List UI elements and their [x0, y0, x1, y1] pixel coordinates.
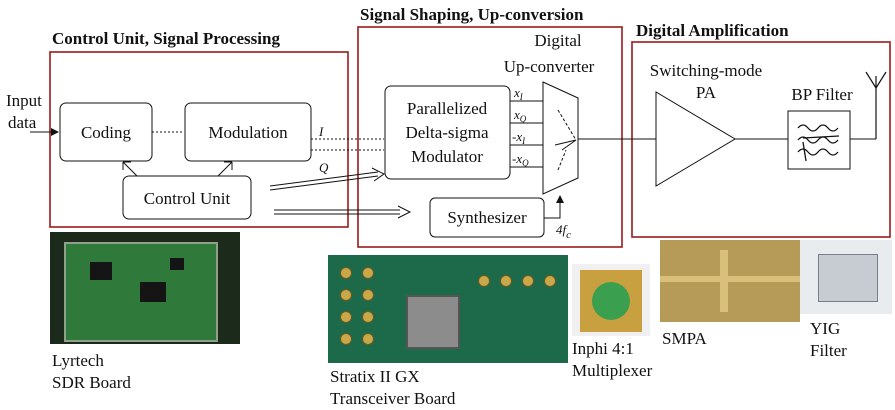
input-label-line2: data	[8, 113, 37, 132]
fpga-board-photo	[328, 255, 568, 363]
synthesizer-label: Synthesizer	[447, 208, 527, 227]
multiplexer-photo	[572, 264, 650, 336]
section-frame-shaping	[357, 26, 623, 248]
modulation-block	[184, 102, 312, 162]
section-title-shaping: Signal Shaping, Up-conversion	[360, 5, 584, 24]
pa-triangle	[655, 91, 736, 187]
dsm-label-line1: Parallelized	[407, 99, 488, 118]
section-title-amplification: Digital Amplification	[636, 21, 789, 40]
control-unit-block	[122, 175, 252, 220]
clock-label: 4fc	[556, 222, 571, 241]
antenna-icon	[865, 71, 887, 139]
dsm-label-line2: Delta-sigma	[405, 123, 489, 142]
pa-label-line2: PA	[696, 83, 717, 102]
modulation-label: Modulation	[208, 123, 288, 142]
fpga-caption-line1: Stratix II GX	[330, 367, 420, 386]
bpf-label: BP Filter	[791, 85, 853, 104]
control-to-coding-arrow	[122, 161, 138, 177]
nxq-label: -xQ	[512, 151, 529, 168]
upconverter-label-line2: Up-converter	[504, 57, 595, 76]
pa-label-line1: Switching-mode	[650, 61, 762, 80]
sdr-caption-line1: Lyrtech	[52, 351, 104, 370]
dsm-label-line3: Modulator	[411, 147, 483, 166]
upconverter-label-line1: Digital	[534, 31, 581, 50]
control-to-synth-arrowhead	[397, 205, 412, 219]
smpa-photo	[660, 240, 800, 322]
xi-label: xI	[513, 85, 524, 102]
synth-to-upconverter-arrow	[544, 195, 564, 219]
control-to-dsm-arrowhead	[371, 167, 385, 182]
mux-caption-line1: Inphi 4:1	[572, 339, 634, 358]
control-to-dsm-arrow	[269, 171, 379, 191]
sdr-caption-line2: SDR Board	[52, 373, 131, 392]
control-unit-label: Control Unit	[144, 189, 231, 208]
q-label: Q	[319, 160, 329, 175]
mux-caption-line2: Multiplexer	[572, 361, 653, 380]
fpga-caption-line2: Transceiver Board	[330, 389, 456, 408]
bpf-wave-icon	[797, 124, 840, 162]
i-label: I	[318, 124, 324, 139]
control-to-modulation-arrow	[217, 161, 233, 177]
yig-caption-line1: YIG	[810, 319, 841, 338]
upconverter-switch	[557, 109, 577, 171]
control-to-synth-arrow	[274, 209, 400, 215]
upconverter-switch-arrow	[554, 139, 577, 151]
xq-label: xQ	[513, 107, 527, 124]
smpa-caption: SMPA	[662, 329, 707, 348]
coding-label: Coding	[81, 123, 132, 142]
dsm-block	[384, 85, 511, 180]
upconverter-block	[542, 81, 579, 195]
nxi-label: -xI	[512, 129, 526, 146]
bpf-block	[787, 110, 851, 170]
sdr-board-photo	[50, 232, 240, 344]
yig-filter-photo	[800, 240, 892, 314]
section-title-control: Control Unit, Signal Processing	[52, 29, 280, 48]
yig-caption-line2: Filter	[810, 341, 847, 360]
input-label-line1: Input	[6, 91, 42, 110]
